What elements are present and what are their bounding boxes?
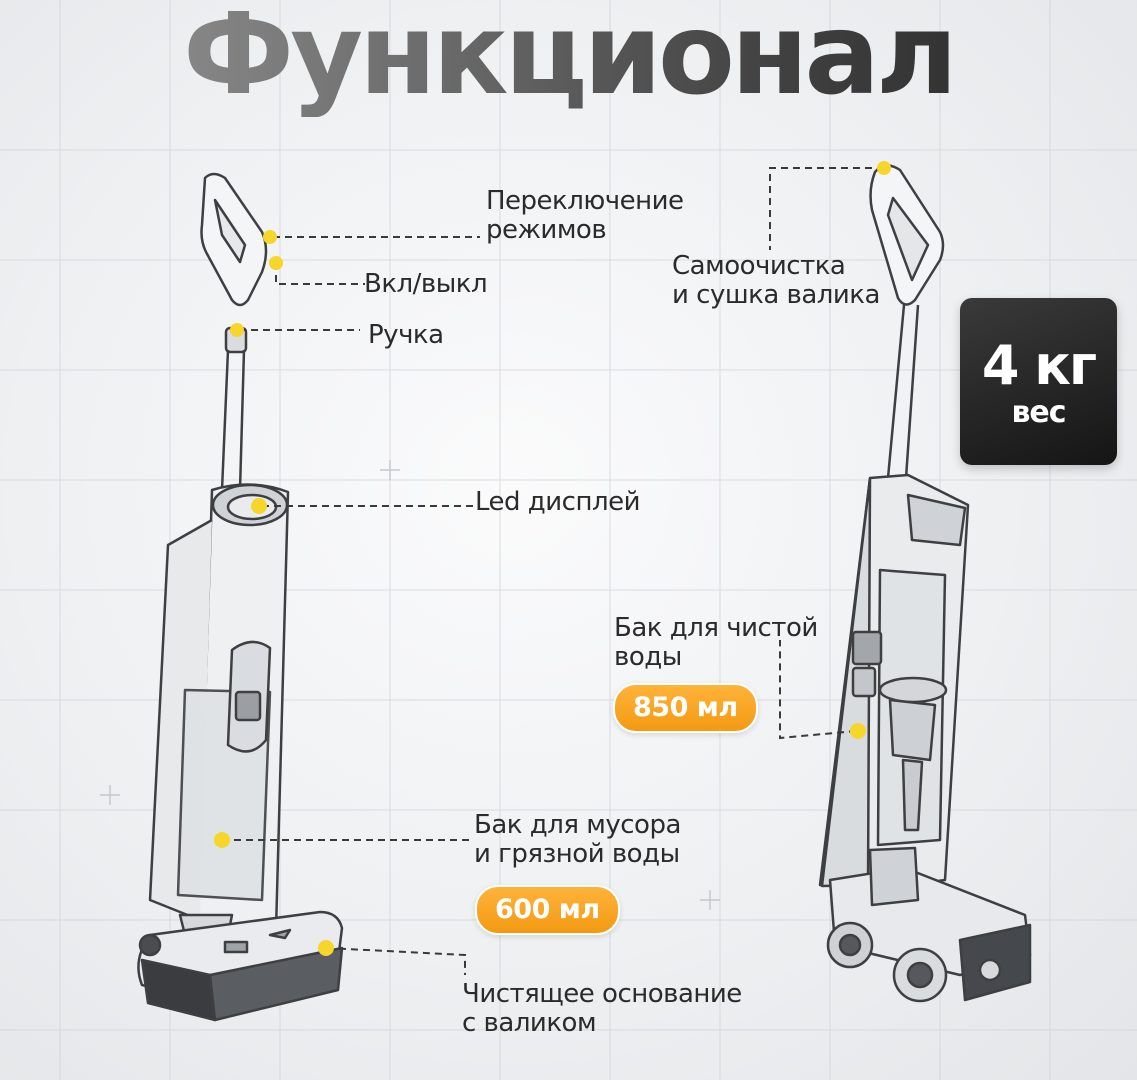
weight-label: вес — [1011, 395, 1066, 430]
label-self-clean: Самоочистка и сушка валика — [672, 252, 880, 310]
marker-handle — [230, 323, 244, 337]
label-mode-switch-line2: режимов — [486, 215, 607, 245]
label-clean-tank-line1: Бак для чистой — [614, 613, 818, 643]
marker-dirty-tank — [214, 832, 230, 848]
marker-base — [318, 940, 334, 956]
weight-badge: 4 кг вес — [960, 298, 1117, 465]
marker-mode-switch — [263, 230, 277, 244]
label-dirty-tank-line1: Бак для мусора — [474, 810, 681, 840]
label-base-line1: Чистящее основание — [462, 979, 742, 1009]
label-power: Вкл/выкл — [364, 269, 488, 299]
weight-value: 4 кг — [981, 334, 1097, 397]
label-base-line2: с валиком — [462, 1008, 597, 1038]
label-self-clean-line1: Самоочистка — [672, 251, 846, 281]
label-dirty-tank-line2: и грязной воды — [474, 839, 680, 869]
label-clean-tank-line2: воды — [614, 642, 682, 672]
dirty-water-capacity-badge: 600 мл — [475, 885, 620, 935]
clean-water-capacity-badge: 850 мл — [613, 683, 758, 733]
label-led-display: Led дисплей — [475, 487, 640, 517]
marker-power — [269, 256, 283, 270]
label-dirty-tank: Бак для мусора и грязной воды — [474, 811, 681, 869]
page-title: Функционал — [0, 0, 1137, 117]
label-mode-switch: Переключение режимов — [486, 187, 684, 245]
label-self-clean-line2: и сушка валика — [672, 280, 880, 310]
label-base: Чистящее основание с валиком — [462, 980, 742, 1038]
label-mode-switch-line1: Переключение — [486, 186, 684, 216]
marker-self-clean — [877, 161, 891, 175]
callout-markers — [214, 161, 891, 956]
marker-clean-tank — [850, 723, 866, 739]
marker-led-display — [251, 498, 267, 514]
label-clean-tank: Бак для чистой воды — [614, 614, 818, 672]
label-handle: Ручка — [368, 320, 444, 350]
